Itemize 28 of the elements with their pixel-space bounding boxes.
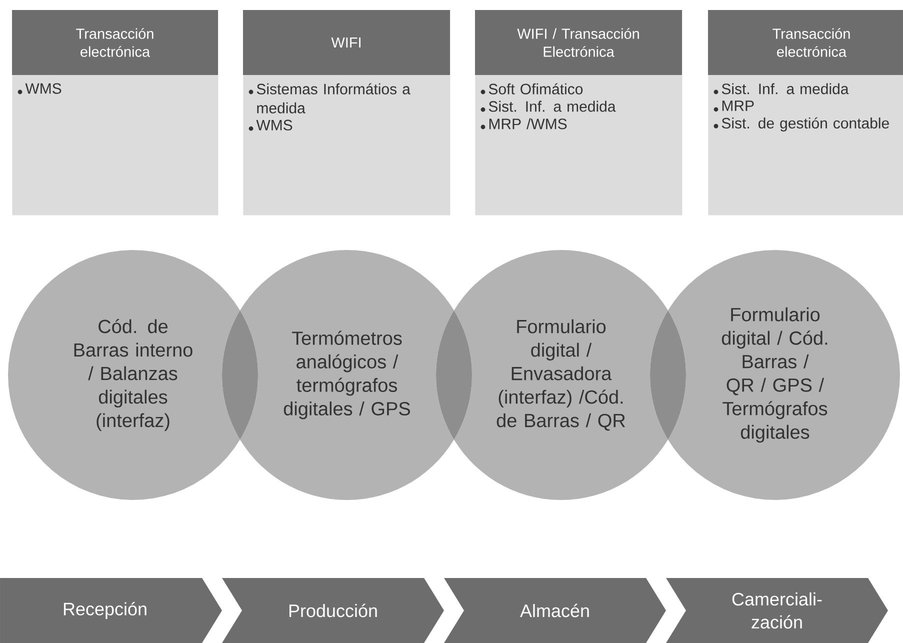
bullet-item: MRP /WMS — [480, 118, 567, 130]
card-heading: Transacción electrónica — [772, 28, 850, 57]
bullet-item: Sist. de gestión contable — [714, 117, 889, 132]
card-heading: Transacción electrónica — [76, 28, 154, 57]
process-step-banner: Camerciali-zación — [666, 578, 888, 643]
overlap-region — [222, 310, 258, 440]
info-card — [12, 10, 218, 216]
circle-text: Termómetros analógicos / termógrafos digitales / GPS — [284, 330, 410, 420]
process-step-banner: Producción — [222, 578, 444, 643]
card-heading: WIFI — [331, 38, 360, 48]
bullet-item: WMS — [248, 120, 292, 131]
bullet-item: Sist. Inf. a medida — [714, 83, 849, 94]
process-step-banner: Recepción — [0, 578, 222, 643]
bullet-item: Sist. Inf. a medida — [480, 100, 616, 112]
bullet-item: Soft Ofimático — [480, 83, 583, 94]
circle-text: Formulario digital / Cód. Barras / QR / GPS / Termógrafos digitales — [722, 307, 828, 443]
overlap-region — [436, 310, 472, 440]
info-card — [475, 10, 682, 216]
bullet-item: Sistemas Informátios a medida — [248, 83, 410, 114]
bullet-item: MRP — [714, 100, 754, 112]
circle-text: Formulario digital / Envasadora (interfaz) /Cód. de Barras / QR — [496, 319, 626, 431]
circle-text: Cód. de Barras interno / Balanzas digitales (interfaz) — [74, 319, 192, 431]
card-heading: WIFI / Transacción Electrónica — [517, 28, 639, 57]
info-card — [243, 10, 450, 216]
bullet-item: WMS — [18, 83, 62, 94]
info-card — [708, 10, 903, 216]
process-step-banner: Almacén — [444, 578, 666, 643]
overlap-region — [650, 310, 686, 440]
